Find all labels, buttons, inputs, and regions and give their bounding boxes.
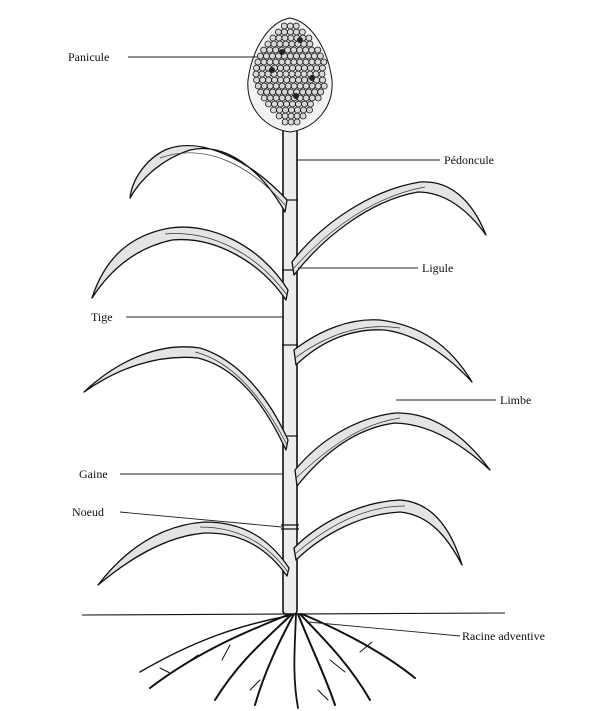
label-noeud: Noeud: [72, 505, 104, 519]
label-pedoncule: Pédoncule: [444, 153, 494, 167]
label-gaine: Gaine: [79, 467, 108, 481]
label-limbe: Limbe: [500, 393, 531, 407]
label-ligule: Ligule: [422, 261, 453, 275]
label-racine-adventive: Racine adventive: [462, 629, 545, 643]
label-tige: Tige: [91, 310, 113, 324]
panicle-grain-head: [248, 18, 332, 132]
label-panicule: Panicule: [68, 50, 109, 64]
